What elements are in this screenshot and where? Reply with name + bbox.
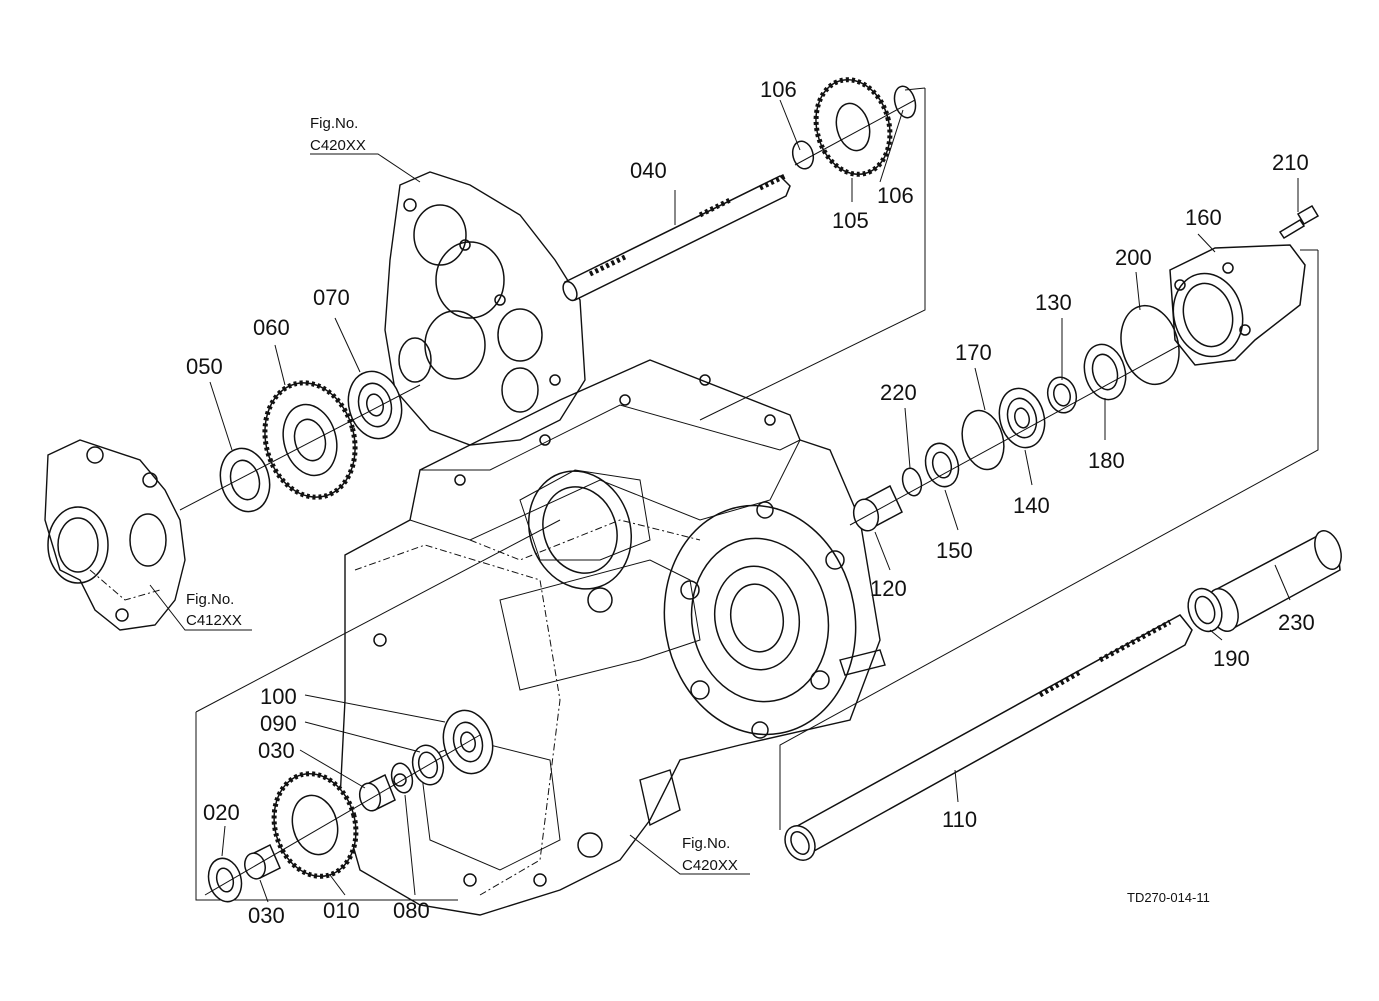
transmission-case <box>339 359 886 916</box>
label-150: 150 <box>936 538 973 563</box>
label-180: 180 <box>1088 448 1125 473</box>
gear-105 <box>813 77 893 177</box>
label-120: 120 <box>870 576 907 601</box>
housing-160 <box>1169 244 1306 366</box>
label-230: 230 <box>1278 610 1315 635</box>
fig-ref-bottom-line1: Fig.No. <box>682 835 730 852</box>
label-040: 040 <box>630 158 667 183</box>
ring-220 <box>901 467 923 497</box>
part-labels: 106 106 105 040 210 160 200 130 170 220 … <box>186 77 1315 928</box>
label-200: 200 <box>1115 245 1152 270</box>
needle-bearing-120 <box>852 484 903 532</box>
snap-ring-170 <box>961 409 1005 471</box>
upper-cover-plate <box>384 171 586 446</box>
fig-ref-top-line2: C420XX <box>310 137 366 154</box>
shaft-040 <box>562 173 791 302</box>
sleeve-230 <box>1207 530 1342 632</box>
label-105: 105 <box>832 208 869 233</box>
label-160: 160 <box>1185 205 1222 230</box>
fig-ref-bottom-line2: C420XX <box>682 857 738 874</box>
needle-bearing-030-lower <box>244 843 281 880</box>
collar-130 <box>1046 376 1078 414</box>
label-030-upper: 030 <box>258 738 295 763</box>
seal-190 <box>1187 587 1223 633</box>
label-220: 220 <box>880 380 917 405</box>
fig-ref-left-line1: Fig.No. <box>186 591 234 608</box>
label-020: 020 <box>203 800 240 825</box>
washer-020 <box>207 857 243 903</box>
label-110: 110 <box>942 807 977 832</box>
fig-ref-left-line2: C412XX <box>186 612 242 629</box>
label-190: 190 <box>1213 646 1250 671</box>
label-070: 070 <box>313 285 350 310</box>
fig-ref-bottom: Fig.No. C420XX <box>682 835 738 874</box>
label-050: 050 <box>186 354 223 379</box>
label-106-right: 106 <box>877 183 914 208</box>
needle-bearing-030-upper <box>358 773 396 812</box>
gear-010 <box>271 771 359 879</box>
label-106-top: 106 <box>760 77 797 102</box>
ring-080 <box>390 762 414 794</box>
gear-060 <box>262 380 358 500</box>
center-axis-lines <box>179 99 1181 896</box>
label-060: 060 <box>253 315 290 340</box>
label-170: 170 <box>955 340 992 365</box>
document-id: TD270-014-11 <box>1127 890 1210 905</box>
left-bracket <box>44 439 186 631</box>
label-030-lower: 030 <box>248 903 285 928</box>
label-130: 130 <box>1035 290 1072 315</box>
label-140: 140 <box>1013 493 1050 518</box>
bearing-140 <box>998 387 1046 449</box>
fig-ref-left: Fig.No. C412XX <box>186 591 242 629</box>
bolt-210 <box>1278 204 1320 240</box>
bearing-180 <box>1083 343 1127 401</box>
label-080: 080 <box>393 898 430 923</box>
fig-ref-top: Fig.No. C420XX <box>310 115 366 154</box>
fig-ref-top-line1: Fig.No. <box>310 115 358 132</box>
label-100: 100 <box>260 684 297 709</box>
snap-ring-106-b <box>893 85 917 119</box>
shaft-110 <box>784 614 1193 861</box>
label-090: 090 <box>260 711 297 736</box>
label-210: 210 <box>1272 150 1309 175</box>
leader-lines <box>149 99 1299 903</box>
snap-ring-106-a <box>791 140 815 170</box>
bearing-150 <box>924 442 960 488</box>
label-010: 010 <box>323 898 360 923</box>
